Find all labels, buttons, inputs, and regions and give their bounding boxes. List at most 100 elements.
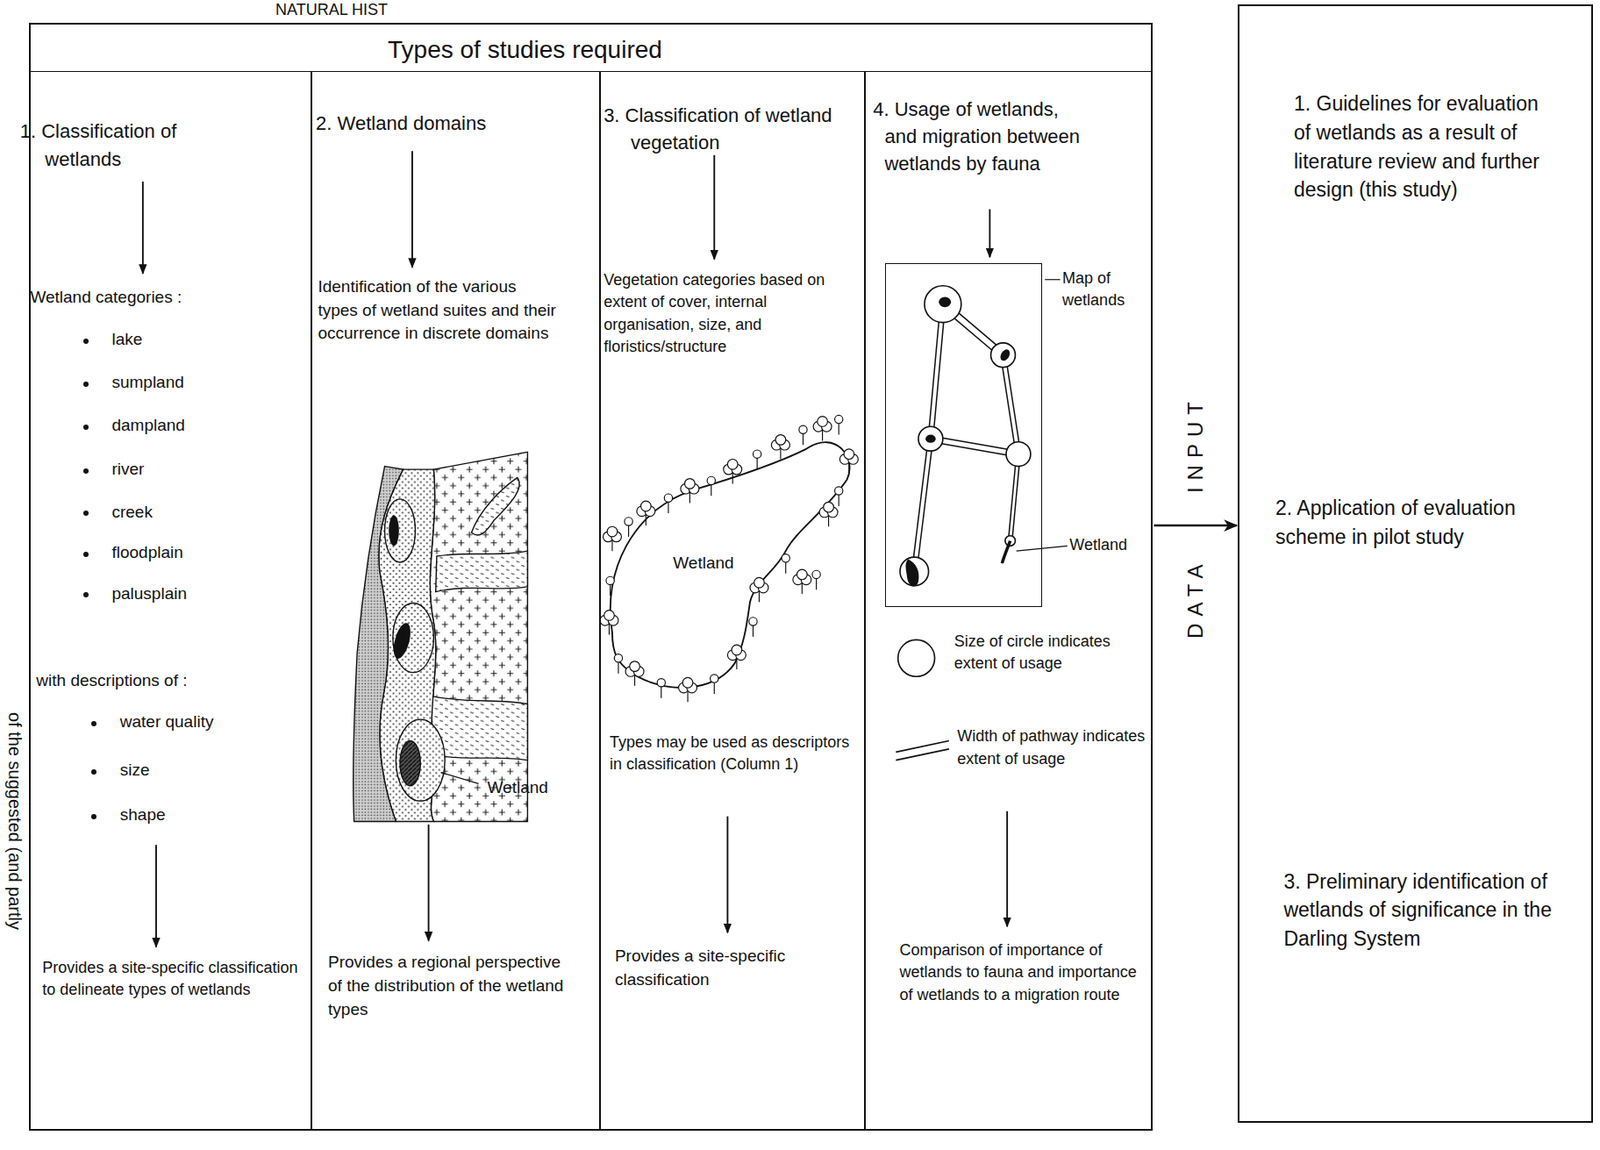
- edge-label: DATA INPUT: [1183, 394, 1208, 639]
- drawing-path: [906, 558, 920, 586]
- body-text: Provides a site-specific classification …: [42, 957, 303, 1002]
- drawing-circle: [607, 526, 618, 537]
- drawing-g: [678, 677, 698, 702]
- column-heading: 4. Usage of wetlands, and migration betw…: [872, 95, 1093, 179]
- drawing-path: [471, 477, 520, 536]
- drawing-g: [914, 304, 1019, 572]
- drawing-g: [812, 570, 821, 590]
- drawing-g: [781, 554, 790, 574]
- body-text: Identification of the various types of w…: [317, 275, 558, 347]
- drawing-line: [1010, 454, 1019, 542]
- drawing-line: [726, 816, 729, 934]
- body-text: with descriptions of :: [35, 669, 292, 693]
- body-text: Wetland: [1069, 534, 1146, 558]
- body-text: shape: [120, 803, 273, 828]
- drawing-circle: [1006, 442, 1031, 467]
- drawing-circle: [731, 644, 743, 656]
- body-text: water quality: [120, 710, 273, 735]
- drawing-g: [749, 617, 758, 637]
- drawing-circle: [606, 576, 615, 585]
- drawing-g: [813, 416, 832, 442]
- body-text: 2. Application of evaluation scheme in p…: [1275, 493, 1562, 551]
- body-text: Provides a site-specific classification: [614, 944, 860, 993]
- body-text: Wetland categories :: [29, 285, 286, 310]
- drawing-circle: [781, 554, 790, 563]
- drawing-circle: [835, 414, 843, 423]
- drawing-line: [660, 685, 662, 699]
- drawing-g: [819, 501, 838, 527]
- drawing-ellipse: [388, 514, 400, 546]
- drawing-line: [752, 624, 754, 637]
- column-heading: 1. Classification of wetlands: [20, 117, 235, 172]
- drawing-g: [664, 493, 672, 514]
- drawing-circle: [843, 449, 855, 460]
- drawing-line: [785, 561, 786, 574]
- drawing-line: [914, 438, 931, 572]
- drawing-g: [839, 449, 858, 474]
- drawing-line: [815, 577, 817, 590]
- bullet-dot: [83, 551, 89, 558]
- body-text: lake: [111, 328, 265, 352]
- drawing-g: [710, 674, 719, 694]
- drawing-path: [1001, 541, 1010, 565]
- drawing-g: [602, 526, 622, 551]
- drawing-path: [430, 695, 529, 760]
- drawing-line: [930, 438, 1019, 454]
- drawing-g: [625, 661, 644, 686]
- drawing-ellipse: [400, 741, 421, 786]
- domain-map: [353, 451, 529, 822]
- drawing-g: [657, 678, 665, 699]
- drawing-circle: [614, 654, 622, 663]
- study-column: 2. Wetland domainsIdentification of the …: [311, 71, 600, 1130]
- drawing-g: [900, 285, 1031, 586]
- drawing-ellipse: [925, 435, 936, 443]
- drawing-line: [930, 304, 943, 440]
- drawing-circle: [817, 416, 829, 428]
- drawing-circle: [685, 478, 696, 490]
- drawing-circle: [624, 517, 633, 526]
- drawing-circle: [604, 610, 615, 622]
- drawing-circle: [812, 570, 821, 579]
- body-text: creek: [111, 500, 265, 525]
- bullet-dot: [91, 721, 97, 727]
- drawing-g: [680, 478, 700, 504]
- body-text: floodplain: [111, 541, 265, 565]
- body-text: Provides a regional perspective of the d…: [328, 950, 565, 1022]
- body-text: Vegetation categories based on extent of…: [603, 269, 861, 359]
- drawing-ellipse: [998, 347, 1012, 363]
- drawing-g: [792, 569, 812, 594]
- drawing-g: [606, 576, 615, 596]
- study-column: Map of wetlandsWetland4. Usage of wetlan…: [864, 71, 1153, 1130]
- body-text: river: [111, 457, 265, 482]
- study-column: 1. Classification of wetlandsWetland cat…: [28, 71, 312, 1130]
- drawing-path: [610, 442, 850, 688]
- drawing-circle: [641, 500, 652, 512]
- drawing-line: [914, 438, 931, 572]
- legend-text: Width of pathway indicates extent of usa…: [957, 725, 1146, 771]
- drawing-ellipse: [395, 719, 445, 801]
- bullet-dot: [91, 814, 97, 820]
- body-text: 3. Preliminary identification of wetland…: [1283, 867, 1565, 954]
- bullet-dot: [83, 592, 89, 598]
- bullet-dot: [83, 338, 89, 344]
- drawing-circle: [754, 577, 765, 588]
- bullet-dot: [83, 468, 89, 474]
- body-text: size: [120, 758, 273, 783]
- drawing-line: [713, 155, 715, 260]
- drawing-line: [1044, 278, 1060, 280]
- body-text: Comparison of importance of wetlands to …: [899, 939, 1147, 1008]
- bullet-dot: [83, 381, 89, 387]
- drawing-line: [609, 583, 611, 596]
- drawing-g: [771, 435, 790, 460]
- drawing-line: [617, 661, 619, 674]
- drawing-circle: [900, 557, 929, 586]
- body-text: Wetland: [672, 551, 755, 576]
- drawing-circle: [682, 677, 693, 688]
- drawing-line: [411, 150, 414, 268]
- outcome-panel: 1. Guidelines for evaluation of wetlands…: [1237, 4, 1593, 1123]
- margin-note: of the suggested (and partly: [4, 712, 25, 930]
- drawing-g: [906, 297, 1013, 587]
- drawing-circle: [657, 678, 665, 687]
